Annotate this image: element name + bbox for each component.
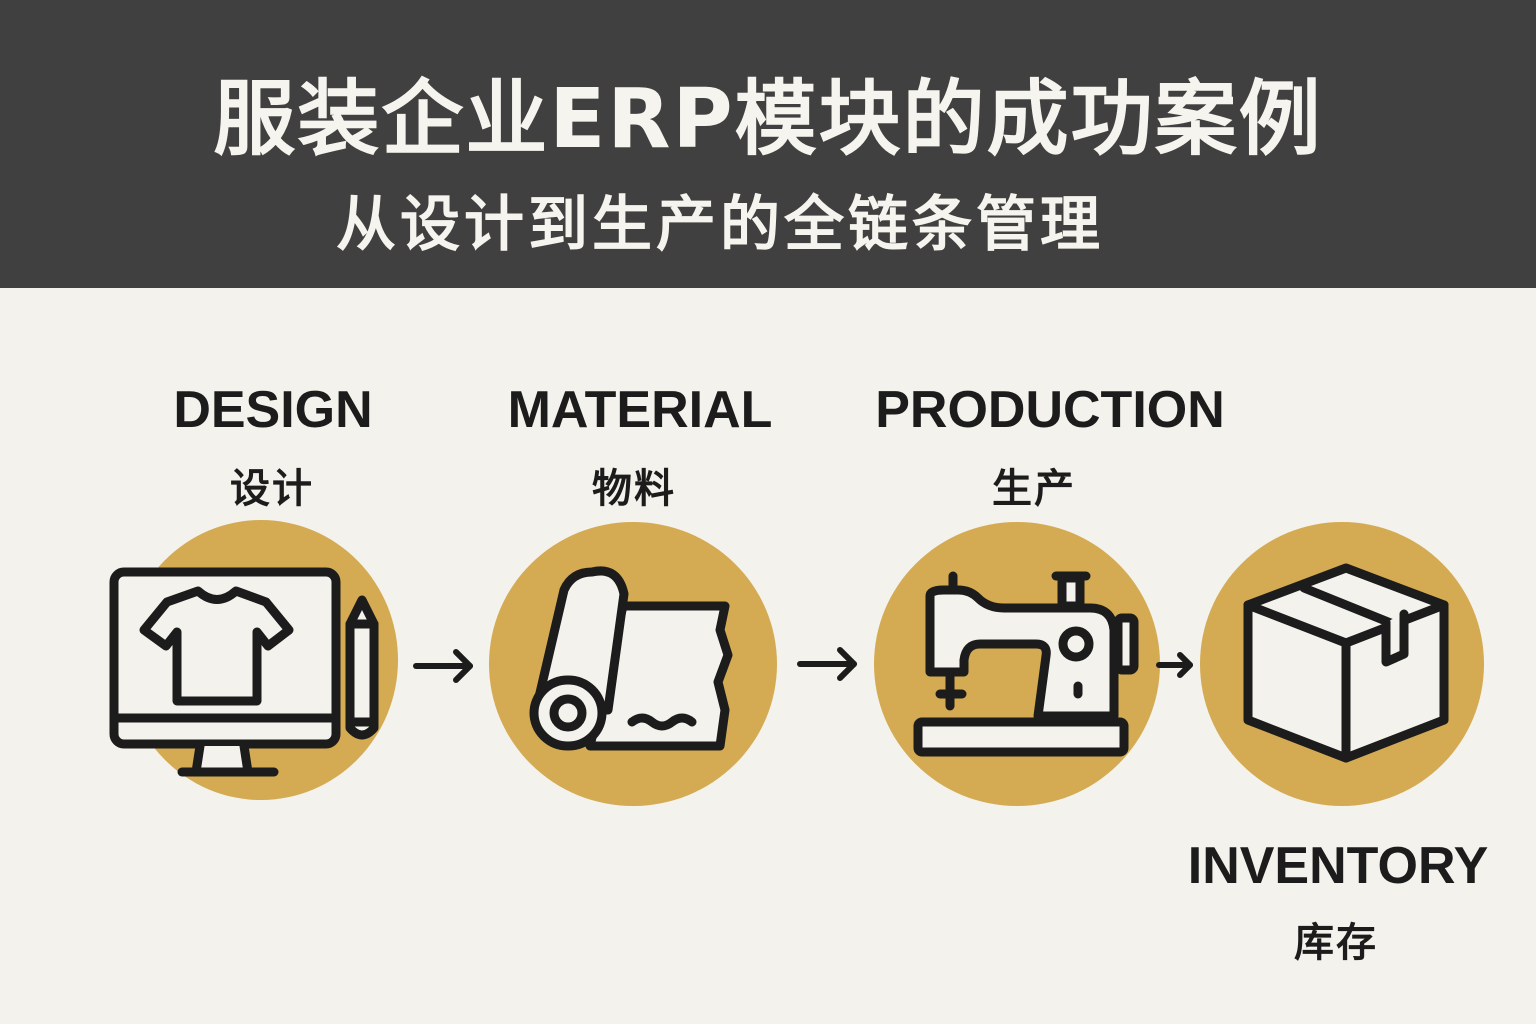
header-banner: 服装企业ERP模块的成功案例 从设计到生产的全链条管理 bbox=[0, 0, 1536, 288]
page-title: 服装企业ERP模块的成功案例 bbox=[213, 72, 1323, 167]
step-material-label-en: MATERIAL bbox=[507, 381, 773, 439]
page-subtitle: 从设计到生产的全链条管理 bbox=[336, 190, 1104, 260]
step-material-label-zh: 物料 bbox=[592, 466, 676, 512]
fabric-roll-icon bbox=[529, 566, 733, 751]
step-inventory-label-zh: 库存 bbox=[1294, 920, 1378, 966]
arrow-right-icon bbox=[797, 647, 857, 681]
step-inventory-label-en: INVENTORY bbox=[1187, 837, 1489, 895]
step-design-label-zh: 设计 bbox=[230, 466, 314, 512]
arrow-right-icon bbox=[1156, 652, 1193, 678]
box-icon bbox=[1243, 563, 1449, 763]
step-production-label-zh: 生产 bbox=[992, 466, 1076, 512]
arrow-right-icon bbox=[413, 649, 473, 683]
sewing-machine-icon bbox=[913, 571, 1139, 757]
step-production-label-en: PRODUCTION bbox=[875, 381, 1225, 439]
monitor-tshirt-pencil-icon bbox=[109, 567, 379, 777]
step-design-label-en: DESIGN bbox=[173, 381, 373, 439]
